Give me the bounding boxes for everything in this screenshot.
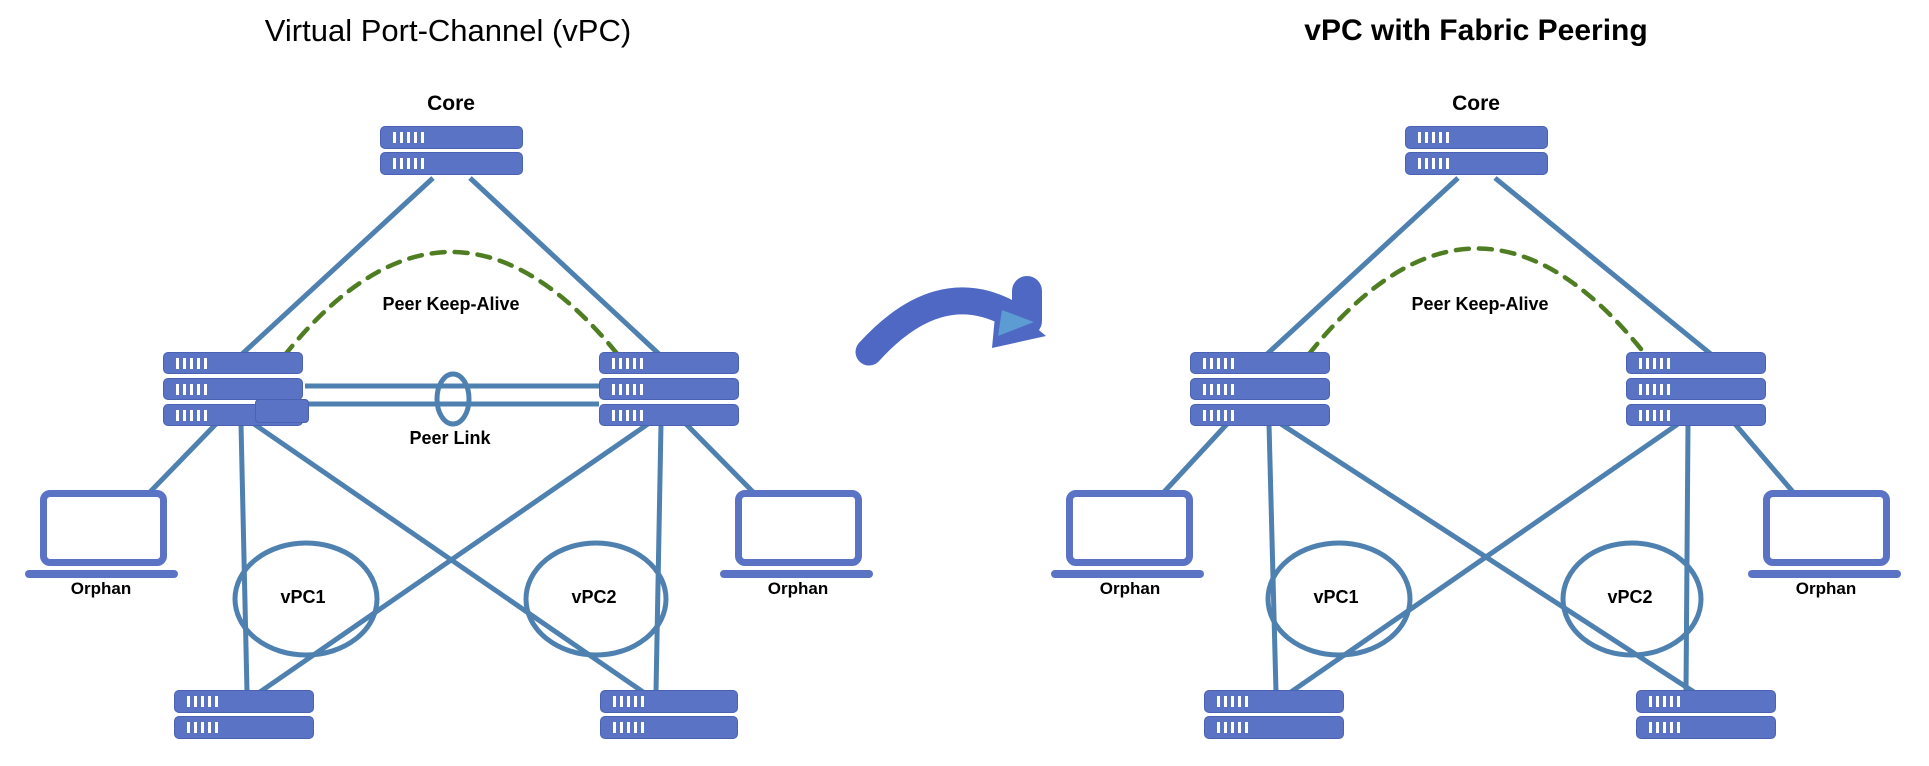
laptop-base (720, 570, 873, 578)
core-label-left: Core (427, 92, 475, 115)
orphan-label-left-1: Orphan (70, 579, 132, 598)
laptop-screen (40, 490, 167, 566)
orphan-label-left-2: Orphan (767, 579, 829, 598)
leaf-switch-icon-left-2 (600, 690, 738, 739)
core-label-right: Core (1452, 92, 1500, 115)
vpc1-label-left: vPC1 (280, 587, 326, 607)
switch-unit (174, 716, 314, 739)
core-switch-icon-right (1405, 126, 1548, 175)
laptop-icon-left-1 (25, 490, 178, 578)
laptop-icon-right-2 (1748, 490, 1901, 578)
laptop-base (25, 570, 178, 578)
switch-unit (1204, 716, 1344, 739)
switch-unit (380, 126, 523, 149)
vpc2-label-left: vPC2 (571, 587, 617, 607)
left-uplinks (239, 176, 662, 357)
link-aggL-orphanL-r (1162, 422, 1229, 494)
keepalive-arc-left (281, 249, 622, 359)
switch-unit (1626, 352, 1766, 374)
switch-unit (163, 352, 303, 374)
switch-unit (1190, 404, 1330, 426)
switch-unit (1636, 690, 1776, 713)
vpc2-ellipse-right (1560, 540, 1704, 658)
keepalive-label-right: Peer Keep-Alive (1411, 294, 1549, 314)
right-downlinks (1162, 421, 1795, 697)
link-aggR-leaf2 (653, 423, 664, 693)
switch-unit (1405, 126, 1548, 149)
keepalive-arc-right (1306, 246, 1648, 357)
link-core-agg-right-r (1493, 176, 1714, 357)
switch-unit (1190, 352, 1330, 374)
right-uplinks (1264, 176, 1714, 357)
link-aggR-leaf1-r (1286, 421, 1680, 697)
agg-switch-icon-right-2 (1626, 352, 1766, 426)
link-aggR-leaf1 (255, 421, 650, 697)
core-switch-icon-left (380, 126, 523, 175)
laptop-base (1748, 570, 1901, 578)
peer-link-lines (305, 383, 599, 407)
link-aggL-leaf1 (238, 423, 250, 693)
left-downlinks (148, 421, 755, 697)
curved-right-arrow-icon (855, 276, 1046, 366)
switch-unit (600, 690, 738, 713)
laptop-screen (1763, 490, 1890, 566)
switch-unit (163, 378, 303, 400)
agg-switch-icon-left-2 (599, 352, 739, 426)
right-diagram-title: vPC with Fabric Peering (1304, 14, 1648, 47)
switch-unit (1405, 152, 1548, 175)
switch-unit (599, 404, 739, 426)
switch-unit (599, 352, 739, 374)
link-aggR-orphanR (684, 422, 755, 494)
link-core-agg-right (468, 176, 662, 357)
link-aggR-orphanR-r (1733, 422, 1795, 494)
leaf-switch-icon-right-2 (1636, 690, 1776, 739)
vpc1-label-right: vPC1 (1313, 587, 1359, 607)
switch-unit (380, 152, 523, 175)
link-aggR-leaf2-r (1683, 423, 1691, 693)
left-diagram-title: Virtual Port-Channel (vPC) (264, 13, 632, 48)
switch-unit (1626, 378, 1766, 400)
agg-switch-icon-right-1 (1190, 352, 1330, 426)
laptop-screen (1066, 490, 1193, 566)
link-aggL-leaf1-r (1266, 423, 1279, 693)
leaf-switch-icon-right-1 (1204, 690, 1344, 739)
switch-unit (1626, 404, 1766, 426)
switch-unit (600, 716, 738, 739)
vpc1-ellipse-right (1265, 540, 1413, 658)
switch-unit (1204, 690, 1344, 713)
link-aggL-orphanL (148, 422, 218, 494)
vpc1-ellipse-left (232, 540, 380, 658)
laptop-base (1051, 570, 1204, 578)
link-core-agg-left-r (1264, 176, 1460, 357)
laptop-icon-left-2 (720, 490, 873, 578)
switch-unit (1636, 716, 1776, 739)
vpc2-ellipse-left (523, 540, 669, 658)
switch-stack-offset (255, 399, 309, 423)
switch-unit (1190, 378, 1330, 400)
link-aggL-leaf2-r (1279, 421, 1699, 697)
laptop-icon-right-1 (1051, 490, 1204, 578)
laptop-screen (735, 490, 862, 566)
vpc2-label-right: vPC2 (1607, 587, 1653, 607)
peer-link-label: Peer Link (409, 428, 491, 448)
keepalive-label-left: Peer Keep-Alive (382, 294, 520, 314)
orphan-label-right-2: Orphan (1795, 579, 1857, 598)
peer-link-ellipse (434, 371, 472, 427)
orphan-label-right-1: Orphan (1099, 579, 1161, 598)
switch-unit (599, 378, 739, 400)
switch-unit (174, 690, 314, 713)
link-core-agg-left (239, 176, 435, 357)
leaf-switch-icon-left-1 (174, 690, 314, 739)
